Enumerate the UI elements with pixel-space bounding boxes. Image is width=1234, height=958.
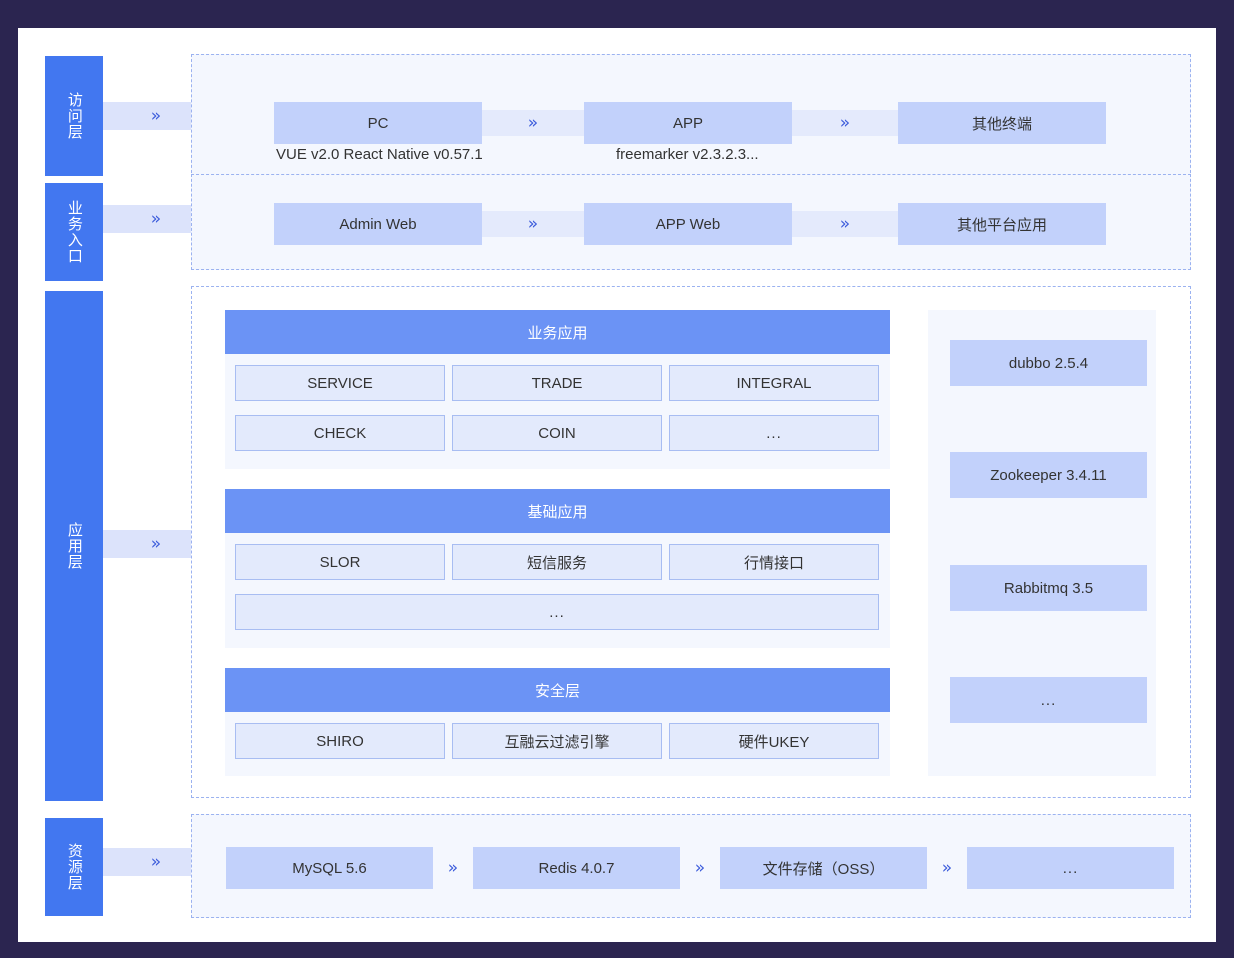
group-security-layer: 安全层 SHIRO 互融云过滤引擎 硬件UKEY xyxy=(225,668,890,776)
layer-tag-application: 应用层 xyxy=(45,291,103,801)
cell-hardware-ukey[interactable]: 硬件UKEY xyxy=(669,723,879,759)
middleware-more[interactable]: ... xyxy=(950,677,1147,723)
cell-integral[interactable]: INTEGRAL xyxy=(669,365,879,401)
chevron-right-double-icon: » xyxy=(150,208,162,229)
cell-hurongyun-filter-engine[interactable]: 互融云过滤引擎 xyxy=(452,723,662,759)
chevron-right-double-icon: » xyxy=(839,112,851,133)
chevron-right-double-icon: » xyxy=(150,533,162,554)
cell-trade[interactable]: TRADE xyxy=(452,365,662,401)
link-pc-app: » xyxy=(482,110,584,136)
cell-shiro[interactable]: SHIRO xyxy=(235,723,445,759)
middleware-column: dubbo 2.5.4 Zookeeper 3.4.11 Rabbitmq 3.… xyxy=(928,310,1156,776)
link-app-other: » xyxy=(792,110,898,136)
chevron-right-double-icon: » xyxy=(150,105,162,126)
group-business-application: 业务应用 SERVICE TRADE INTEGRAL CHECK COIN .… xyxy=(225,310,890,469)
cell-slor[interactable]: SLOR xyxy=(235,544,445,580)
link-oss-more: » xyxy=(927,855,967,881)
cell-check[interactable]: CHECK xyxy=(235,415,445,451)
chevron-right-double-icon: » xyxy=(694,857,706,878)
node-app-subtitle: freemarker v2.3.2.3... xyxy=(616,146,759,163)
layer-tag-resource: 资源层 xyxy=(45,818,103,916)
node-redis[interactable]: Redis 4.0.7 xyxy=(473,847,680,889)
cell-service[interactable]: SERVICE xyxy=(235,365,445,401)
link-redis-oss: » xyxy=(680,855,720,881)
panel-access-layer: PC » APP » 其他终端 VUE v2.0 React Native v0… xyxy=(191,54,1191,178)
architecture-diagram-canvas: 访问层 » PC » APP » 其他终端 VUE v2.0 React Nat… xyxy=(18,28,1216,942)
layer-tag-access: 访问层 xyxy=(45,56,103,176)
chevron-right-double-icon: » xyxy=(527,112,539,133)
panel-application-layer: 业务应用 SERVICE TRADE INTEGRAL CHECK COIN .… xyxy=(191,286,1191,798)
middleware-rabbitmq[interactable]: Rabbitmq 3.5 xyxy=(950,565,1147,611)
node-app[interactable]: APP xyxy=(584,102,792,144)
link-admin-appweb: » xyxy=(482,211,584,237)
link-appweb-other-platform: » xyxy=(792,211,898,237)
layer-tag-business-entry: 业务入口 xyxy=(45,183,103,281)
panel-business-entry-layer: Admin Web » APP Web » 其他平台应用 xyxy=(191,174,1191,270)
cell-business-more[interactable]: ... xyxy=(669,415,879,451)
node-admin-web[interactable]: Admin Web xyxy=(274,203,482,245)
group-title-security-layer: 安全层 xyxy=(225,668,890,712)
node-pc[interactable]: PC xyxy=(274,102,482,144)
node-other-platform-app[interactable]: 其他平台应用 xyxy=(898,203,1106,245)
node-file-storage-oss[interactable]: 文件存储（OSS） xyxy=(720,847,927,889)
cell-coin[interactable]: COIN xyxy=(452,415,662,451)
chevron-right-double-icon: » xyxy=(150,851,162,872)
cell-base-more[interactable]: ... xyxy=(235,594,879,630)
node-resource-more[interactable]: ... xyxy=(967,847,1174,889)
chevron-right-double-icon: » xyxy=(941,857,953,878)
middleware-zookeeper[interactable]: Zookeeper 3.4.11 xyxy=(950,452,1147,498)
node-other-terminal[interactable]: 其他终端 xyxy=(898,102,1106,144)
group-title-base-application: 基础应用 xyxy=(225,489,890,533)
chevron-right-double-icon: » xyxy=(839,213,851,234)
group-title-business-application: 业务应用 xyxy=(225,310,890,354)
chevron-right-double-icon: » xyxy=(527,213,539,234)
node-mysql[interactable]: MySQL 5.6 xyxy=(226,847,433,889)
node-pc-subtitle: VUE v2.0 React Native v0.57.1 xyxy=(276,146,483,163)
link-mysql-redis: » xyxy=(433,855,473,881)
panel-resource-layer: MySQL 5.6 » Redis 4.0.7 » 文件存储（OSS） » ..… xyxy=(191,814,1191,918)
cell-market-interface[interactable]: 行情接口 xyxy=(669,544,879,580)
group-base-application: 基础应用 SLOR 短信服务 行情接口 ... xyxy=(225,489,890,648)
node-app-web[interactable]: APP Web xyxy=(584,203,792,245)
middleware-dubbo[interactable]: dubbo 2.5.4 xyxy=(950,340,1147,386)
chevron-right-double-icon: » xyxy=(447,857,459,878)
cell-sms-service[interactable]: 短信服务 xyxy=(452,544,662,580)
